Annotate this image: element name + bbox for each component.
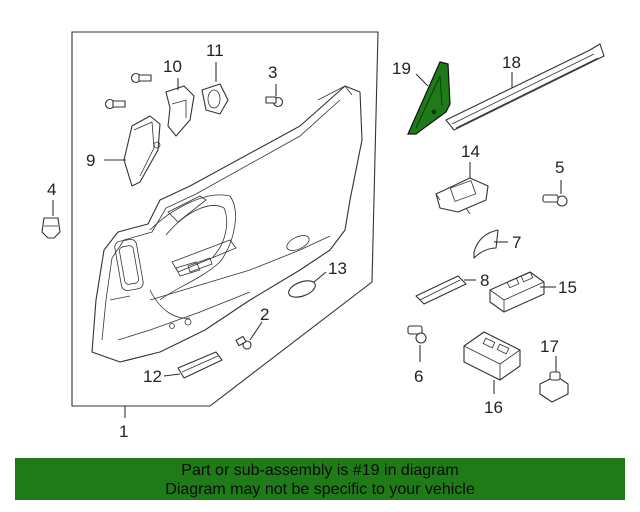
callout-8: 8 (480, 271, 489, 290)
callout-2: 2 (260, 305, 269, 324)
weatherstrip-18 (445, 43, 605, 131)
screw-upper (130, 72, 152, 84)
screw-3 (265, 84, 284, 108)
banner-line-1: Part or sub-assembly is #19 in diagram (181, 462, 459, 479)
group-frame (71, 31, 379, 407)
callout-16: 16 (484, 398, 503, 417)
bezel-8 (415, 275, 476, 305)
callout-13: 13 (328, 259, 347, 278)
cover-7 (473, 229, 508, 259)
callout-1: 1 (119, 422, 128, 441)
callout-12: 12 (143, 367, 162, 386)
callout-6: 6 (414, 367, 423, 386)
bracket-11 (201, 62, 229, 115)
bolt-6 (407, 325, 427, 362)
callout-9: 9 (86, 151, 95, 170)
screw-lower (104, 98, 126, 110)
callout-3: 3 (268, 63, 277, 82)
callout-17: 17 (540, 337, 559, 356)
callout-10: 10 (163, 57, 182, 76)
bracket-10 (165, 78, 195, 137)
callout-19: 19 (392, 59, 411, 78)
bolt-5 (542, 180, 568, 207)
mirror-cover-19 (407, 61, 451, 135)
callout-14: 14 (461, 142, 480, 161)
parts-diagram: 1 2 3 4 (41, 31, 605, 441)
bracket-9 (104, 115, 161, 187)
lens-13 (288, 271, 327, 298)
callout-18: 18 (502, 53, 521, 72)
callout-7: 7 (512, 233, 521, 252)
door-trim-panel (91, 85, 363, 363)
callout-4: 4 (47, 180, 56, 199)
switch-15 (489, 271, 556, 313)
switch-16 (463, 331, 521, 394)
clip-4 (41, 200, 61, 239)
info-banner: Part or sub-assembly is #19 in diagram D… (15, 458, 625, 500)
screw-2 (235, 321, 263, 350)
callout-5: 5 (555, 158, 564, 177)
callout-15: 15 (558, 278, 577, 297)
callout-11: 11 (206, 41, 224, 60)
banner-line-2: Diagram may not be specific to your vehi… (165, 481, 475, 498)
reflector-12 (163, 351, 223, 379)
knob-17 (539, 356, 569, 403)
switch-panel-14 (435, 162, 489, 215)
